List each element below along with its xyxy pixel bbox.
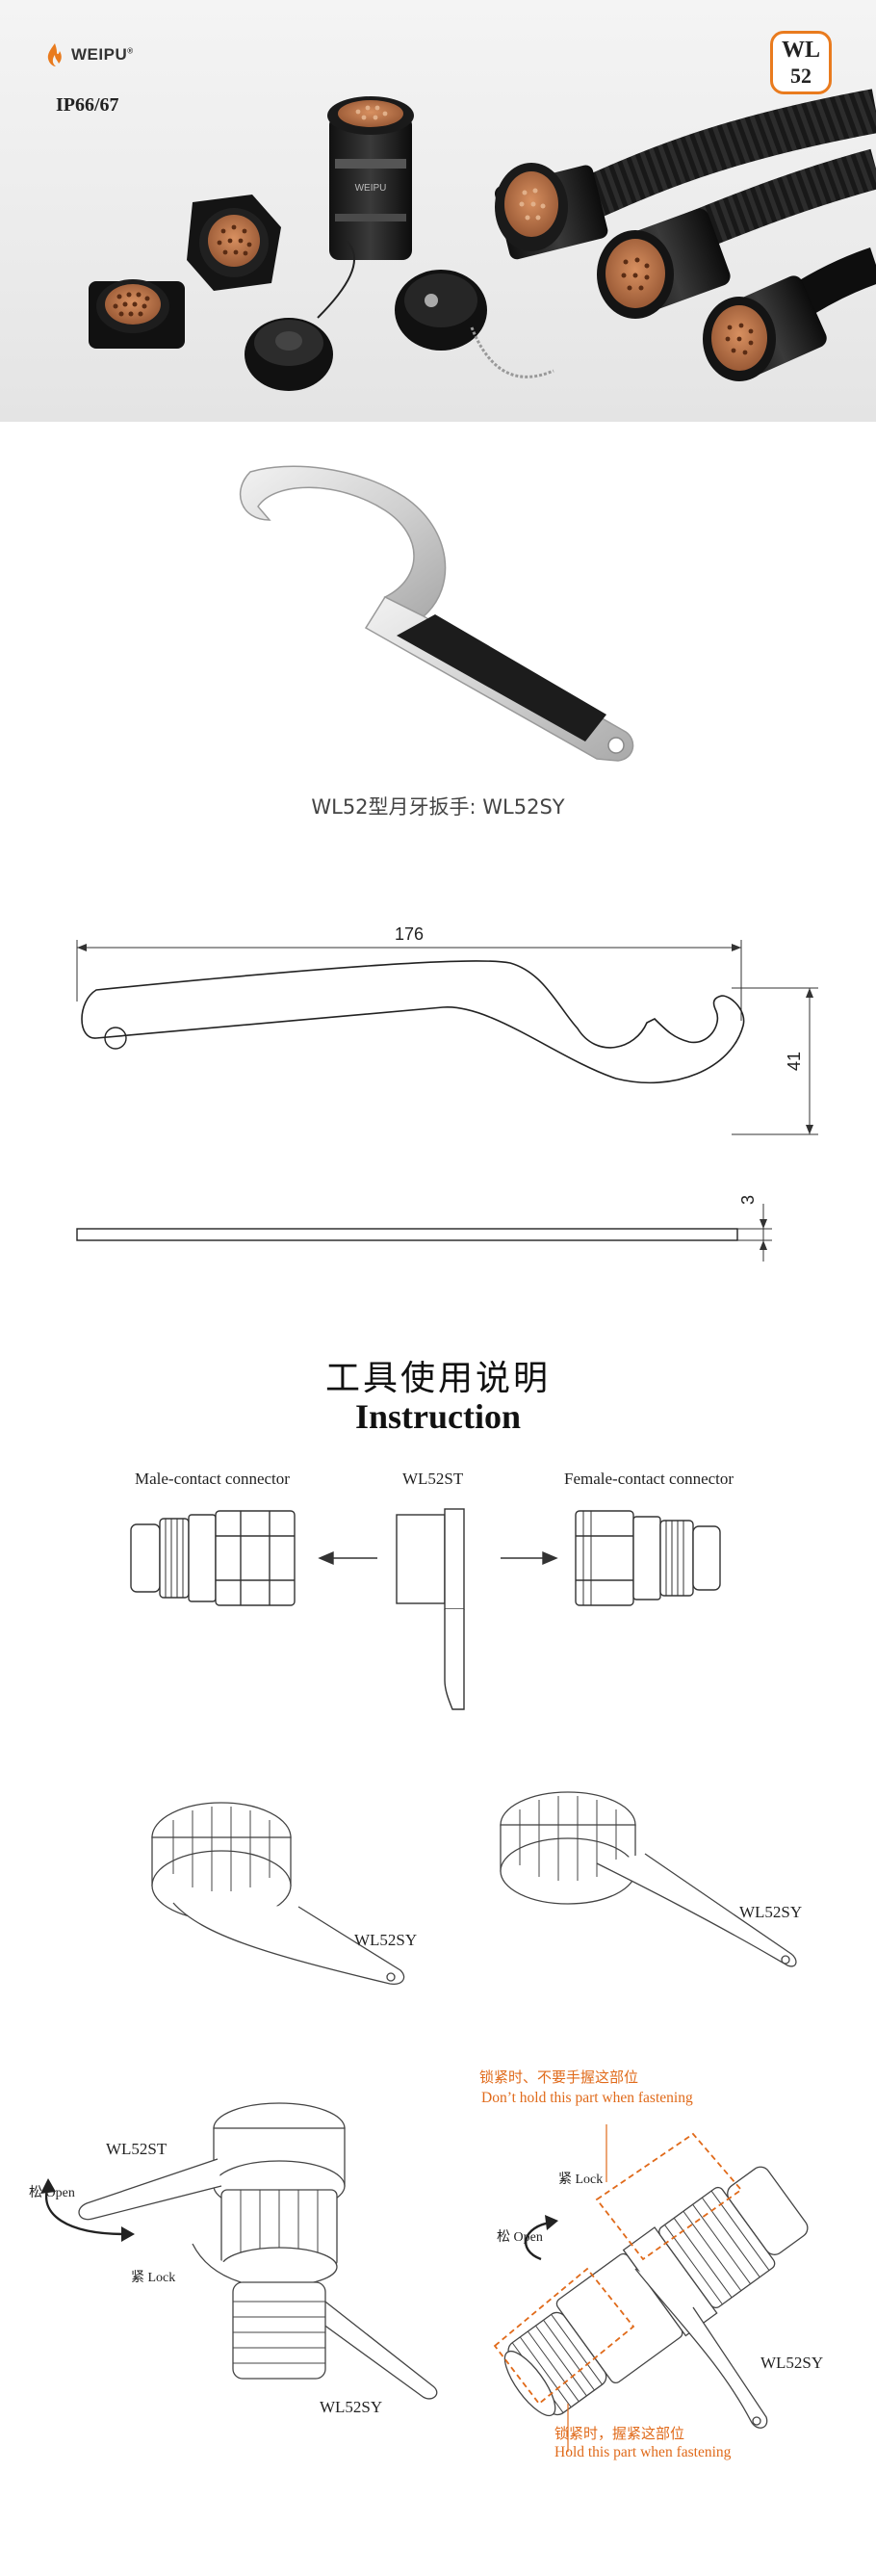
wrench-on-socket-diagram-right	[500, 1791, 797, 1967]
open-label: 松 Open	[29, 2185, 75, 2200]
chained-cap-icon	[395, 270, 554, 378]
flange-socket-icon	[187, 195, 281, 291]
wl52sy-label-final: WL52SY	[760, 2354, 824, 2372]
wl52sy-label-left: WL52SY	[354, 1931, 418, 1949]
tool-label: WL52ST	[402, 1470, 464, 1488]
warning-bottom-cn: 锁紧时，握紧这部位	[554, 2425, 685, 2442]
cable-plug-top-icon	[494, 163, 608, 260]
hang-hole-circle	[104, 1027, 127, 1050]
panel-socket-icon	[89, 279, 185, 349]
male-connector-drawing	[130, 1510, 296, 1606]
instruction-title-en: Instruction	[354, 1397, 522, 1436]
instruction-title-cn: 工具使用说明	[324, 1359, 551, 1398]
brand-logo: WEIPU®	[44, 42, 134, 67]
no-hold-zone-outline	[595, 2132, 743, 2261]
hero-banner: WEIPU® IP66/67 WL 52	[0, 0, 876, 422]
wrench-photo	[240, 465, 634, 762]
wl52st-tool-drawing	[396, 1508, 465, 1710]
lock-open-arrow	[525, 2221, 552, 2261]
lock-label: 紧 Lock	[131, 2270, 176, 2285]
wl52sy-label-bottom: WL52SY	[320, 2398, 383, 2416]
thickness-value: 3	[738, 1195, 758, 1205]
svg-text:WEIPU: WEIPU	[355, 183, 387, 194]
model-badge: WL 52	[770, 31, 832, 94]
male-connector-label: Male-contact connector	[135, 1470, 290, 1488]
flame-logo-icon	[47, 43, 62, 66]
dust-cap-icon	[245, 240, 356, 391]
warning-bottom-en: Hold this part when fastening	[554, 2444, 732, 2460]
length-value: 176	[395, 924, 424, 944]
wrench-on-plug-diagram-left	[151, 1802, 405, 1985]
female-connector-drawing	[575, 1510, 721, 1606]
wl52sy-label-right: WL52SY	[739, 1903, 803, 1921]
inline-plug-icon: WEIPU	[327, 96, 414, 260]
cable-socket-low-icon	[703, 275, 827, 381]
height-value: 41	[785, 1052, 804, 1071]
connector-product-photo: WEIPU	[89, 89, 876, 391]
side-view-profile	[76, 1228, 738, 1241]
open-label-right: 松 Open	[497, 2229, 543, 2245]
ip-rating: IP66/67	[56, 94, 119, 116]
lock-label-right: 紧 Lock	[558, 2172, 604, 2187]
model-badge-line2: 52	[790, 64, 812, 88]
open-lock-arrow	[45, 2185, 126, 2236]
cable-socket-mid-icon	[597, 208, 731, 319]
two-wrench-assembly-diagram	[40, 2102, 438, 2400]
brand-name: WEIPU®	[71, 45, 134, 64]
model-badge-line1: WL	[781, 38, 820, 63]
warning-top-en: Don’t hold this part when fastening	[481, 2090, 693, 2106]
warning-top-cn: 锁紧时、不要手握这部位	[479, 2069, 639, 2086]
wrench-profile-outline	[81, 960, 745, 1084]
fastening-hold-diagram	[493, 2124, 809, 2452]
female-connector-label: Female-contact connector	[564, 1470, 734, 1488]
exploded-connector-diagram	[130, 1508, 721, 1710]
hold-zone-outline	[493, 2267, 635, 2406]
wrench-technical-drawing: 176 41 3	[76, 924, 818, 1262]
wl52st-label: WL52ST	[106, 2140, 167, 2158]
wrench-caption: WL52型月牙扳手: WL52SY	[311, 795, 565, 819]
